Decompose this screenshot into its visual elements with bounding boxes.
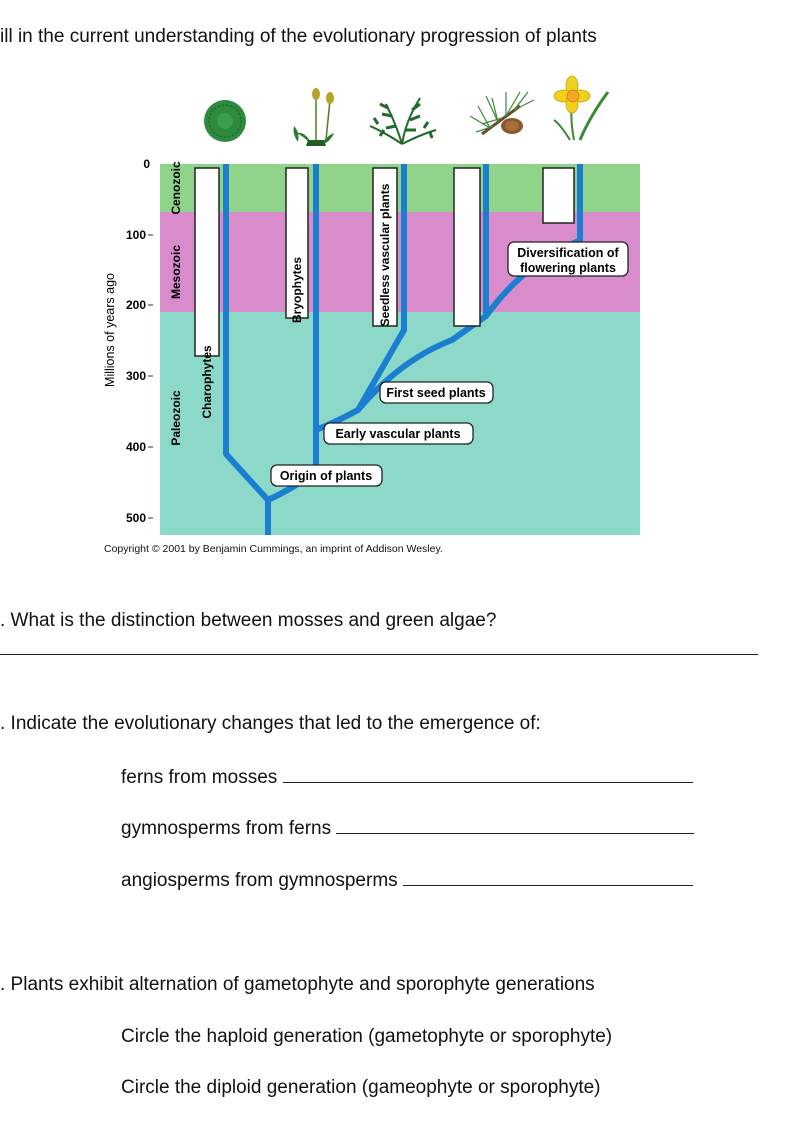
plant-evolution-figure: Cenozoic Mesozoic Paleozoic Millions of … [103,75,640,535]
lineage-label-seedless-vascular: Seedless vascular plants [378,183,392,326]
q2-item-gymnosperms-label: gymnosperms from ferns [121,818,332,839]
figure-copyright: Copyright © 2001 by Benjamin Cummings, a… [104,543,443,555]
q2-item-angiosperms-label: angiosperms from gymnosperms [121,870,398,891]
flower-illustration [553,75,610,141]
y-tick-200: 200 [126,298,146,312]
answer-blank-angiosperms[interactable] [402,884,693,886]
answer-blank-ferns[interactable] [282,781,693,783]
q3-item-haploid: Circle the haploid generation (gametophy… [121,1026,613,1047]
q3-item-diploid: Circle the diploid generation (gameophyt… [121,1077,601,1098]
charophyte-illustration [204,100,246,142]
fern-illustration [369,97,437,145]
era-label-paleozoic: Paleozoic [169,390,183,446]
event-label-diversification-line2: flowering plants [520,261,616,275]
q2-item-ferns: ferns from mosses [121,768,693,787]
y-tick-500: 500 [126,511,146,525]
event-label-diversification-line1: Diversification of [517,246,619,260]
q2-item-ferns-label: ferns from mosses [121,767,278,788]
question-1: . What is the distinction between mosses… [0,610,497,631]
lineage-label-charophytes: Charophytes [200,345,214,419]
era-label-cenozoic: Cenozoic [169,161,183,215]
lineage-label-bryophytes: Bryophytes [290,257,304,323]
question-3: . Plants exhibit alternation of gametoph… [0,974,595,995]
event-label-first-seed: First seed plants [386,386,485,400]
charophytes-box [194,167,220,357]
event-label-origin: Origin of plants [280,469,372,483]
y-tick-300: 300 [126,369,146,383]
event-box-first-seed [379,381,494,404]
conifer-illustration [469,91,535,136]
event-box-origin [270,464,383,487]
event-label-early-vascular: Early vascular plants [335,427,460,441]
answer-blank-gymnosperms[interactable] [336,832,695,834]
answer-line-q1[interactable] [0,654,758,655]
seedless-vascular-box [372,167,398,327]
q2-item-angiosperms: angiosperms from gymnosperms [121,871,693,890]
y-tick-100: 100 [126,228,146,242]
y-tick-0: 0 [143,157,150,171]
instruction-heading: ill in the current understanding of the … [0,26,597,47]
q2-item-gymnosperms: gymnosperms from ferns [121,818,695,839]
bryophytes-box [285,167,309,319]
angiosperms-blank-box [542,167,575,224]
event-box-early-vascular [323,422,474,445]
event-box-diversification [507,241,629,277]
y-axis-title: Millions of years ago [103,273,117,387]
gymnosperms-blank-box [453,167,481,327]
moss-illustration [293,88,334,146]
y-tick-400: 400 [126,440,146,454]
question-2: . Indicate the evolutionary changes that… [0,713,541,734]
era-label-mesozoic: Mesozoic [169,245,183,299]
